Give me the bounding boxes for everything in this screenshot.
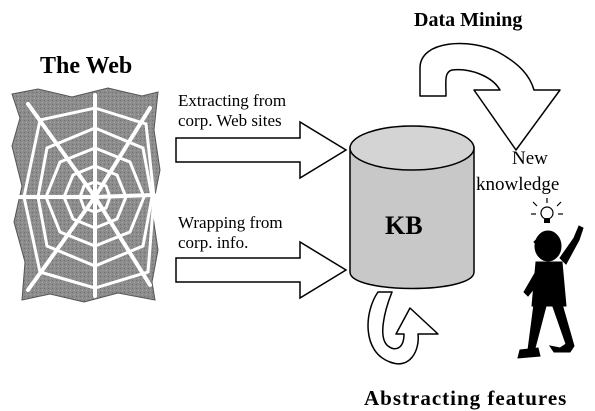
new-knowledge-label-line2: knowledge bbox=[476, 174, 559, 195]
wrapping-arrow bbox=[175, 240, 348, 300]
data-mining-label: Data Mining bbox=[414, 9, 522, 31]
database-cylinder-icon bbox=[349, 125, 475, 290]
data-mining-arrow bbox=[419, 42, 561, 151]
spider-web-icon bbox=[11, 87, 161, 303]
extracting-arrow bbox=[175, 120, 348, 180]
thinking-person-icon bbox=[517, 225, 584, 359]
new-knowledge-label-line1: New bbox=[512, 148, 548, 169]
extracting-label-line2: corp. Web sites bbox=[178, 111, 282, 130]
lightbulb-icon bbox=[531, 198, 563, 223]
abstracting-loop-arrow bbox=[367, 291, 439, 365]
wrapping-label-line2: corp. info. bbox=[178, 233, 248, 252]
extracting-label-line1: Extracting from bbox=[178, 91, 286, 110]
kb-label: KB bbox=[385, 211, 423, 240]
the-web-label: The Web bbox=[40, 53, 132, 79]
abstracting-features-label: Abstracting features bbox=[364, 386, 567, 410]
wrapping-label-line1: Wrapping from bbox=[178, 213, 283, 232]
